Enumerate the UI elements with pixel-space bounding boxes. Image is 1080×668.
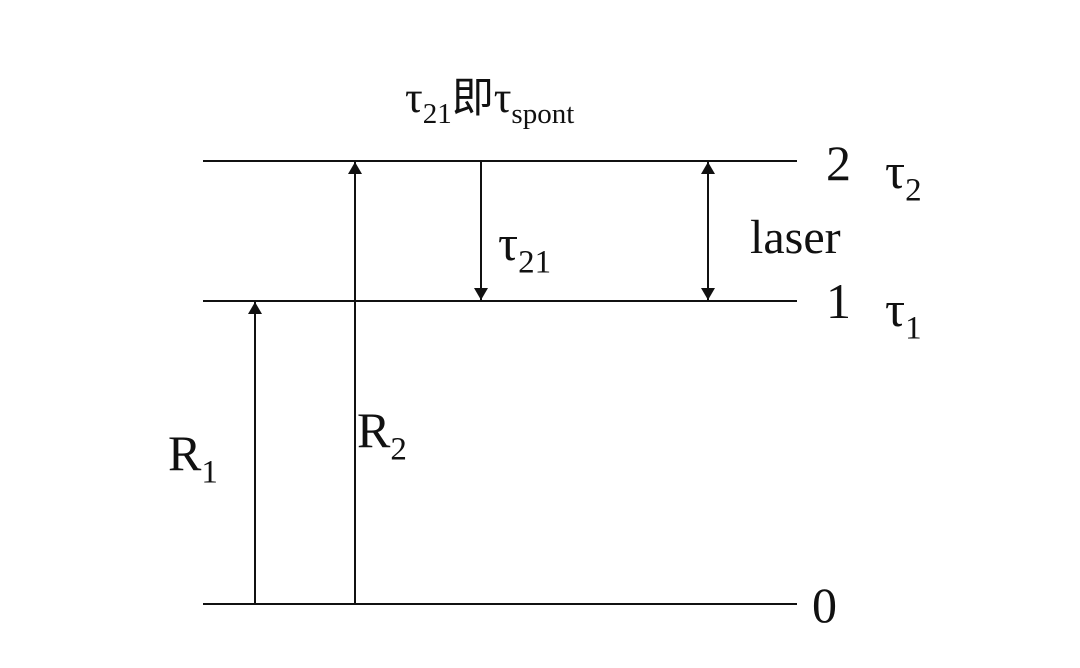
pump-r1-label: R1 xyxy=(168,425,218,489)
decay-tau-symbol: τ xyxy=(498,215,519,271)
header-tau-symbol: τ xyxy=(405,73,423,122)
decay-label: τ21 xyxy=(498,215,551,279)
pump-r2-symbol: R xyxy=(357,402,391,458)
level-1-tau-symbol: τ xyxy=(885,281,906,337)
level-2-lifetime: τ2 xyxy=(885,143,922,207)
level-1-tau-subscript: 1 xyxy=(905,310,922,347)
header-tau-subscript: 21 xyxy=(422,98,452,131)
level-2-tau-symbol: τ xyxy=(885,143,906,199)
pump-r1-subscript: 1 xyxy=(201,454,218,491)
level-1-number: 1 xyxy=(826,273,851,329)
header-label: τ21即τspont xyxy=(405,73,574,129)
level-1-lifetime: τ1 xyxy=(885,281,922,345)
level-2-number: 2 xyxy=(826,135,851,191)
decay-tau-subscript: 21 xyxy=(518,244,552,281)
level-2-tau-subscript: 2 xyxy=(905,172,922,209)
header-spont-subscript: spont xyxy=(511,98,575,131)
pump-r1-symbol: R xyxy=(168,425,202,481)
header-tau-spont-symbol: τ xyxy=(493,73,512,122)
header-middle-text: 即 xyxy=(451,73,494,122)
pump-r2-subscript: 2 xyxy=(390,431,407,468)
laser-label: laser xyxy=(750,211,841,264)
level-0-number: 0 xyxy=(812,577,837,633)
pump-r2-label: R2 xyxy=(357,402,407,466)
